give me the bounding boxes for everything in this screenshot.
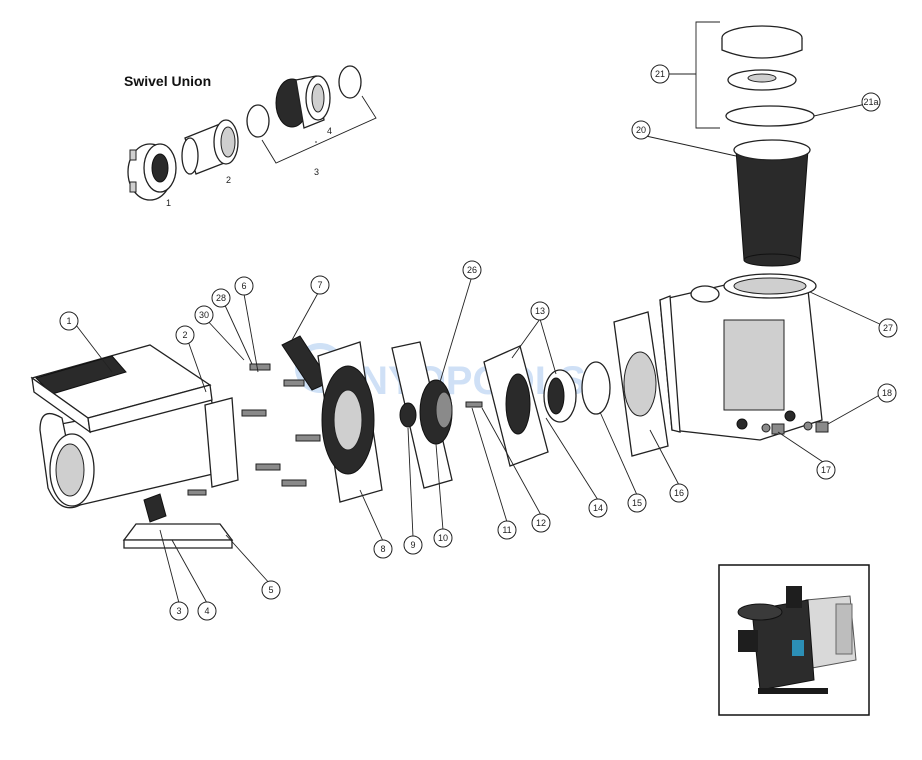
union-o-ring-large: [338, 65, 362, 99]
lid-assembly-part: [721, 25, 803, 91]
union-o-ring-small: [246, 104, 270, 138]
svg-text:7: 7: [317, 280, 322, 290]
svg-text:4: 4: [204, 606, 209, 616]
callout-2: 2: [175, 325, 195, 345]
product-photo-inset: [718, 564, 870, 716]
svg-text:11: 11: [502, 525, 511, 535]
motor-bolts: [187, 363, 321, 496]
svg-text:14: 14: [593, 503, 603, 513]
callout-1: 1: [59, 311, 79, 331]
callout-8: 8: [373, 539, 393, 559]
svg-text:2: 2: [182, 330, 187, 340]
svg-text:20: 20: [636, 125, 646, 135]
callout-11: 11: [497, 520, 517, 540]
svg-text:1: 1: [66, 316, 71, 326]
lid-o-ring: [725, 105, 815, 127]
svg-text:17: 17: [821, 465, 831, 475]
swivel-union-title: Swivel Union: [124, 73, 211, 89]
impeller-part: [419, 379, 453, 445]
union-label-4: 4: [327, 126, 332, 136]
svg-text:21a: 21a: [863, 97, 878, 107]
lid-bracket: [695, 21, 720, 129]
union-nut-part: [127, 143, 177, 201]
callout-21a: 21a: [861, 92, 881, 112]
motor-base-part: [122, 493, 234, 549]
callout-13: 13: [530, 301, 550, 321]
union-label-2: 2: [226, 175, 231, 185]
diffuser-o-ring: [581, 361, 611, 415]
seal-plate-part: [317, 341, 383, 503]
strainer-basket-part: [733, 139, 811, 267]
callout-10: 10: [433, 528, 453, 548]
svg-text:15: 15: [632, 498, 642, 508]
callout-7: 7: [310, 275, 330, 295]
leader-lines: [75, 73, 886, 604]
svg-text:9: 9: [410, 540, 415, 550]
callout-26: 26: [462, 260, 482, 280]
callout-20: 20: [631, 120, 651, 140]
pump-housing-part: [659, 273, 823, 441]
svg-text:8: 8: [380, 544, 385, 554]
svg-text:27: 27: [883, 323, 893, 333]
threaded-adapter-part: [275, 75, 331, 129]
union-label-3: 3: [314, 167, 319, 177]
callout-3: 3: [169, 601, 189, 621]
callout-30: 30: [194, 305, 214, 325]
svg-text:28: 28: [216, 293, 226, 303]
impeller-screw: [465, 401, 483, 408]
callout-5: 5: [261, 580, 281, 600]
svg-text:21: 21: [655, 69, 665, 79]
callout-16: 16: [669, 483, 689, 503]
callout-4: 4: [197, 601, 217, 621]
svg-text:26: 26: [467, 265, 477, 275]
union-label-1: 1: [166, 198, 171, 208]
swivel-union-group: Swivel Union 1 2: [124, 65, 377, 208]
svg-text:13: 13: [535, 306, 545, 316]
svg-text:12: 12: [536, 518, 546, 528]
svg-text:30: 30: [199, 310, 209, 320]
callout-14: 14: [588, 498, 608, 518]
svg-text:5: 5: [268, 585, 273, 595]
callout-18: 18: [877, 383, 897, 403]
callout-15: 15: [627, 493, 647, 513]
callout-27: 27: [878, 318, 898, 338]
svg-text:18: 18: [882, 388, 892, 398]
callout-21: 21: [650, 64, 670, 84]
diffuser-volute-part: [483, 345, 577, 467]
tail-piece-part: [181, 119, 239, 175]
svg-text:10: 10: [438, 533, 448, 543]
svg-text:6: 6: [241, 281, 246, 291]
callout-28: 28: [211, 288, 231, 308]
callout-6: 6: [234, 276, 254, 296]
callout-12: 12: [531, 513, 551, 533]
svg-text:16: 16: [674, 488, 684, 498]
callout-17: 17: [816, 460, 836, 480]
motor-part: [30, 344, 239, 509]
svg-text:3: 3: [176, 606, 181, 616]
callout-9: 9: [403, 535, 423, 555]
drain-plugs-part: [761, 421, 829, 435]
